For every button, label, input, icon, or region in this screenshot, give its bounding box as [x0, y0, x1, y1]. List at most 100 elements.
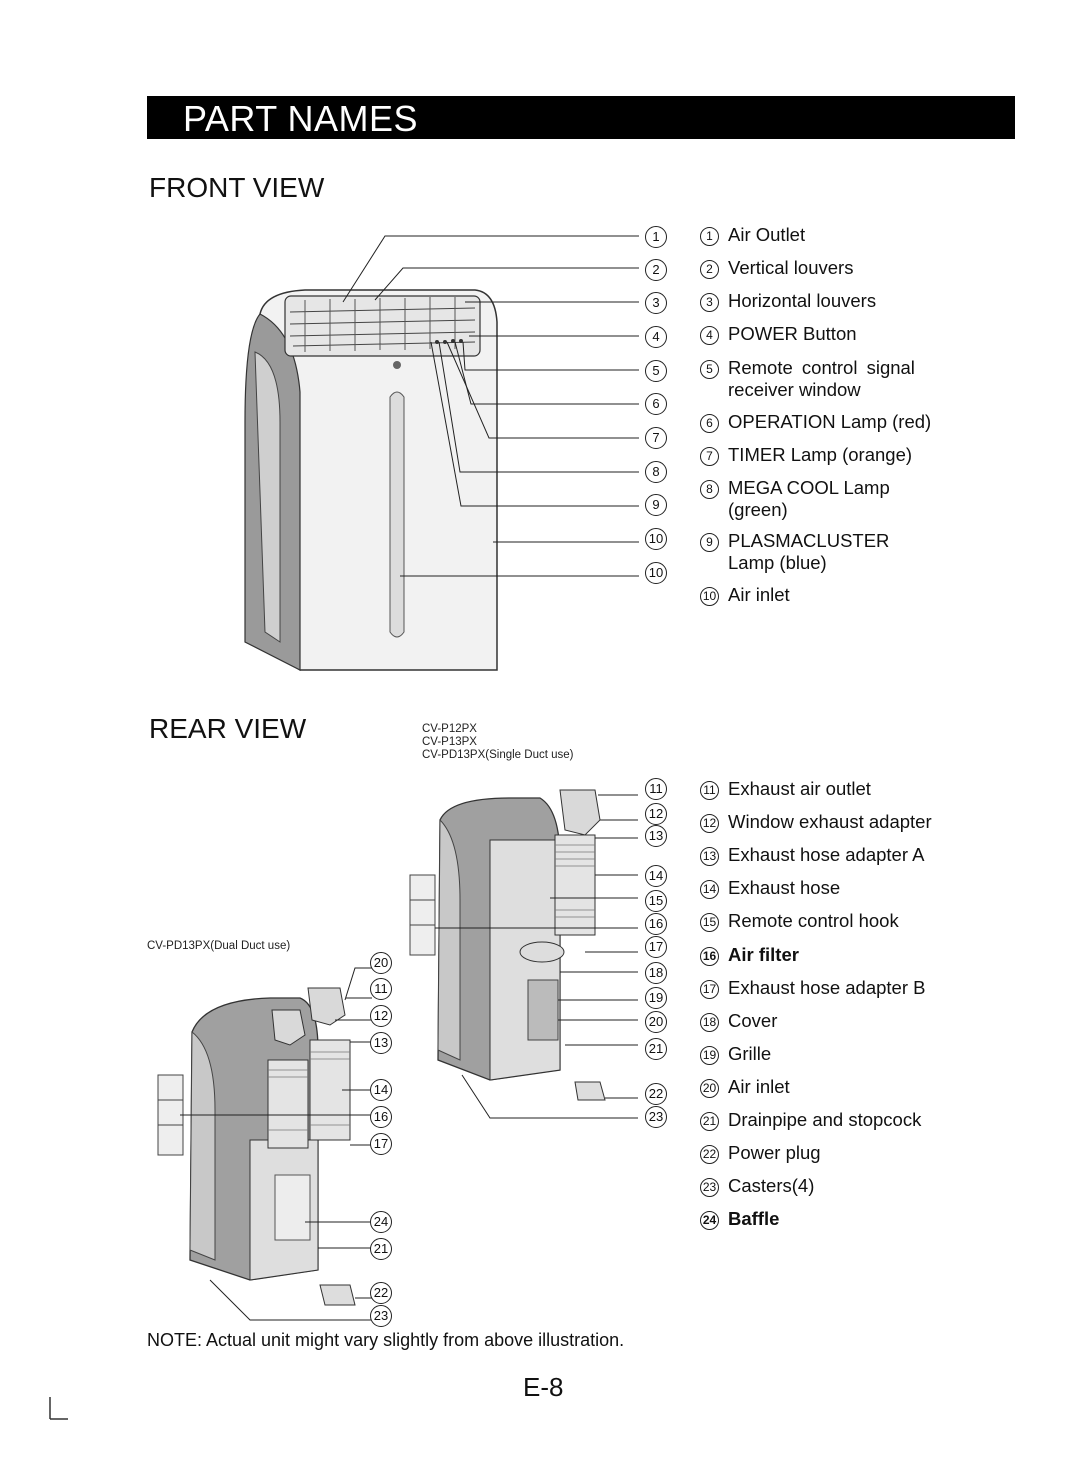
legend-num: 23	[700, 1177, 719, 1197]
legend-label-cont: receiver window	[728, 379, 861, 400]
callout-19: 19	[645, 987, 667, 1009]
legend-label: Horizontal louvers	[728, 290, 877, 311]
note: NOTE: Actual unit might vary slightly fr…	[147, 1330, 625, 1350]
callout-16: 16	[645, 913, 667, 935]
callout-12: 12	[645, 803, 667, 825]
legend-label: Baffle	[728, 1208, 780, 1229]
crop-mark	[49, 1397, 68, 1420]
legend-num: 13	[700, 846, 719, 866]
legend-label: Window exhaust adapter	[728, 811, 932, 832]
callout-11: 11	[645, 778, 667, 800]
callout-10a: 10	[645, 528, 667, 550]
legend-label: Exhaust hose adapter B	[728, 977, 926, 998]
model-label: CV-P13PX	[422, 736, 477, 748]
legend-label: PLASMACLUSTER	[728, 530, 890, 551]
front-view-illustration	[244, 235, 639, 671]
callout-4: 4	[645, 326, 667, 348]
legend-label: Power plug	[728, 1142, 821, 1163]
legend-num: 14	[700, 879, 719, 899]
legend-label: Remote control hook	[728, 910, 899, 931]
title-bar: PART NAMES	[147, 96, 1015, 139]
legend-num: 10	[700, 586, 719, 606]
rear-models: CV-P12PX CV-P13PX CV-PD13PX(Single Duct …	[422, 723, 573, 762]
legend-label: Casters(4)	[728, 1175, 815, 1196]
legend-label: Grille	[728, 1043, 772, 1064]
callout-14: 14	[645, 865, 667, 887]
callout-13: 13	[370, 1032, 392, 1054]
callout-14: 14	[370, 1079, 392, 1101]
rear-dual-illustration	[157, 967, 372, 1321]
dual-duct-label: CV-PD13PX(Dual Duct use)	[147, 940, 291, 952]
callout-9: 9	[645, 494, 667, 516]
callout-11: 11	[370, 978, 392, 1000]
callout-17: 17	[370, 1133, 392, 1155]
legend-num: 12	[700, 813, 719, 833]
legend-label: POWER Button	[728, 323, 857, 344]
legend-label: Remote control signal	[728, 357, 915, 378]
page-number: E-8	[523, 1372, 564, 1402]
callout-7: 7	[645, 427, 667, 449]
legend-num: 18	[700, 1012, 719, 1032]
model-label: CV-P12PX	[422, 723, 477, 735]
legend-num: 24	[700, 1210, 719, 1230]
legend-label-cont: Lamp (blue)	[728, 552, 827, 573]
callout-12: 12	[370, 1005, 392, 1027]
callout-23: 23	[370, 1305, 392, 1327]
callout-1: 1	[645, 226, 667, 248]
callout-17: 17	[645, 936, 667, 958]
callout-21: 21	[370, 1238, 392, 1260]
legend-num: 5	[700, 359, 719, 379]
legend-num: 4	[700, 325, 719, 345]
callout-15: 15	[645, 890, 667, 912]
callout-21: 21	[645, 1038, 667, 1060]
legend-num: 19	[700, 1045, 719, 1065]
callout-8: 8	[645, 461, 667, 483]
legend-num: 20	[700, 1078, 719, 1098]
legend-label: Air inlet	[728, 584, 790, 605]
legend-label-cont: (green)	[728, 499, 788, 520]
callout-2: 2	[645, 259, 667, 281]
callout-6: 6	[645, 393, 667, 415]
page-title: PART NAMES	[183, 98, 419, 139]
legend-label: Drainpipe and stopcock	[728, 1109, 922, 1130]
legend-num: 11	[700, 780, 719, 800]
legend-label: OPERATION Lamp (red)	[728, 411, 932, 432]
callout-18: 18	[645, 962, 667, 984]
legend-num: 3	[700, 292, 719, 312]
legend-num: 8	[700, 479, 719, 499]
legend-num: 9	[700, 532, 719, 552]
legend-num: 17	[700, 979, 719, 999]
callout-16: 16	[370, 1106, 392, 1128]
legend-label: Exhaust hose	[728, 877, 841, 898]
rear-view-heading: REAR VIEW	[149, 713, 307, 744]
legend-label: Air filter	[728, 944, 799, 965]
legend-label: Exhaust hose adapter A	[728, 844, 925, 865]
legend-label: Cover	[728, 1010, 778, 1031]
legend-label: Exhaust air outlet	[728, 778, 871, 799]
legend-label: Air Outlet	[728, 224, 806, 245]
legend-label: MEGA COOL Lamp	[728, 477, 890, 498]
legend-label: TIMER Lamp (orange)	[728, 444, 913, 465]
legend-num: 16	[700, 946, 719, 966]
callout-10b: 10	[645, 562, 667, 584]
callout-20: 20	[645, 1011, 667, 1033]
legend-label: Air inlet	[728, 1076, 790, 1097]
legend-num: 7	[700, 446, 719, 466]
callout-13: 13	[645, 825, 667, 847]
callout-20: 20	[370, 952, 392, 974]
callout-5: 5	[645, 360, 667, 382]
callout-22: 22	[645, 1083, 667, 1105]
rear-single-illustration	[409, 789, 638, 1119]
legend-label: Vertical louvers	[728, 257, 854, 278]
front-view-heading: FRONT VIEW	[149, 172, 325, 203]
callout-24: 24	[370, 1211, 392, 1233]
callout-23: 23	[645, 1106, 667, 1128]
legend-num: 6	[700, 413, 719, 433]
legend-num: 21	[700, 1111, 719, 1131]
model-label: CV-PD13PX(Single Duct use)	[422, 749, 574, 761]
legend-num: 22	[700, 1144, 719, 1164]
legend-num: 2	[700, 259, 719, 279]
legend-num: 15	[700, 912, 719, 932]
callout-22: 22	[370, 1282, 392, 1304]
